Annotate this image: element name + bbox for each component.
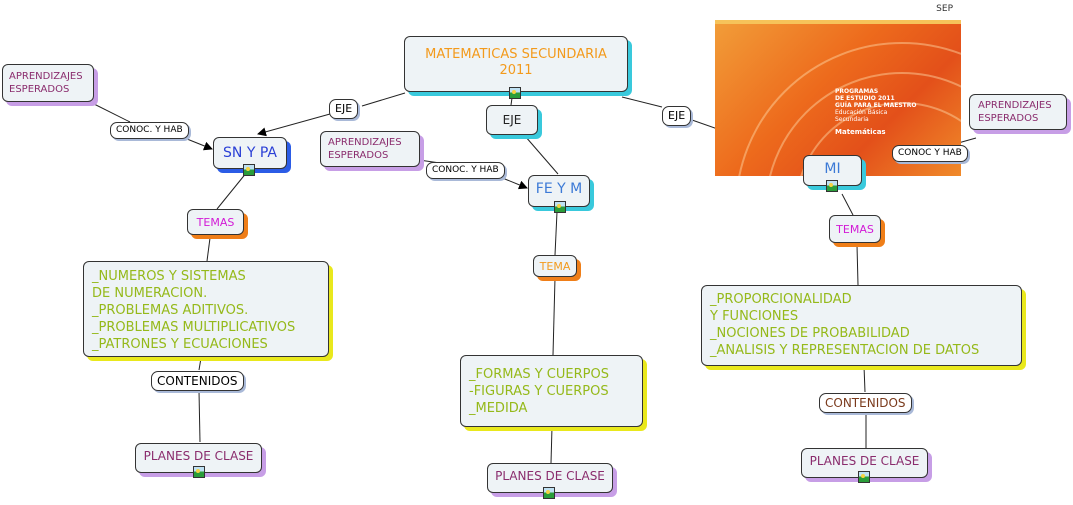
cover-text: PROGRAMAS DE ESTUDIO 2011 GUÍA PARA EL M… [835, 88, 917, 123]
left-contenidos-label[interactable]: CONTENIDOS [151, 371, 244, 391]
link-mi-temas [841, 193, 854, 216]
link-snypa-temas [216, 171, 248, 210]
right-contenidos-label[interactable]: CONTENIDOS [819, 393, 912, 413]
image-icon[interactable] [554, 201, 566, 213]
link-tema-list-center [552, 277, 556, 356]
center-aprendizajes-node[interactable]: APRENDIZAJES ESPERADOS [320, 131, 420, 167]
image-icon[interactable] [193, 466, 205, 478]
feym-node[interactable]: FE Y M [528, 175, 590, 207]
list-item: -FIGURAS Y CUERPOS [469, 384, 609, 399]
center-conoc-label[interactable]: CONOC. Y HAB [426, 162, 505, 179]
list-item: _NOCIONES DE PROBABILIDAD [710, 326, 910, 341]
link-temas-list-right [856, 244, 859, 286]
cover-brand: Matemáticas [835, 128, 886, 136]
center-content-list[interactable]: _FORMAS Y CUERPOS -FIGURAS Y CUERPOS _ME… [460, 355, 643, 427]
list-item: _ANALISIS Y REPRESENTACION DE DATOS [710, 343, 980, 358]
link-list-planes-center [550, 426, 553, 464]
image-icon[interactable] [826, 180, 838, 192]
link-eje-snypa [257, 113, 331, 137]
program-cover-image: SEP PROGRAMAS DE ESTUDIO 2011 GUÍA PARA … [715, 2, 961, 176]
right-content-list[interactable]: _PROPORCIONALIDAD Y FUNCIONES _NOCIONES … [701, 285, 1022, 366]
list-item: _PROPORCIONALIDAD [710, 292, 852, 307]
list-item: _FORMAS Y CUERPOS [469, 367, 609, 382]
main-concept-node[interactable]: MATEMATICAS SECUNDARIA 2011 [404, 36, 628, 92]
list-item: _MEDIDA [469, 401, 528, 416]
snypa-node[interactable]: SN Y PA [213, 137, 287, 169]
link-list-contenidos-left [198, 357, 202, 371]
link-eje-feym [524, 135, 559, 175]
image-icon[interactable] [243, 164, 255, 176]
link-conoc-feym [499, 176, 528, 190]
image-icon[interactable] [543, 487, 555, 499]
cover-header: SEP [936, 4, 953, 14]
link-main-eje-right [621, 96, 663, 108]
right-temas-node[interactable]: TEMAS [829, 215, 881, 243]
list-item: _NUMEROS Y SISTEMAS [92, 269, 246, 284]
link-aprend-left [91, 102, 131, 123]
link-conoc-snypa [181, 136, 213, 151]
list-item: DE NUMERACION. [92, 286, 208, 301]
left-eje-label[interactable]: EJE [329, 99, 359, 119]
link-main-eje-left [361, 92, 406, 107]
right-conoc-label[interactable]: CONOC Y HAB [892, 145, 968, 162]
main-title-line1: MATEMATICAS SECUNDARIA [425, 47, 607, 62]
left-temas-node[interactable]: TEMAS [187, 209, 244, 235]
main-title-line2: 2011 [499, 63, 533, 78]
center-eje-node[interactable]: EJE [486, 105, 538, 135]
list-item: _PROBLEMAS ADITIVOS. [92, 303, 249, 318]
left-conoc-label[interactable]: CONOC. Y HAB [110, 122, 189, 139]
right-aprendizajes-node[interactable]: APRENDIZAJES ESPERADOS [969, 94, 1067, 130]
link-contenidos-planes-left [198, 390, 201, 443]
link-list-contenidos-right [863, 365, 866, 393]
image-icon[interactable] [858, 471, 870, 483]
list-item: _PATRONES Y ECUACIONES [92, 337, 268, 352]
left-content-list[interactable]: _NUMEROS Y SISTEMAS DE NUMERACION. _PROB… [83, 261, 329, 357]
left-aprendizajes-node[interactable]: APRENDIZAJES ESPERADOS [2, 64, 94, 102]
center-tema-node[interactable]: TEMA [533, 255, 577, 277]
link-feym-tema [554, 211, 558, 256]
image-icon[interactable] [509, 87, 521, 99]
link-main-eje-center [510, 97, 513, 106]
right-eje-label[interactable]: EJE [662, 106, 692, 126]
list-item: _PROBLEMAS MULTIPLICATIVOS [92, 320, 296, 335]
list-item: Y FUNCIONES [710, 309, 799, 324]
link-temas-list-left [206, 237, 211, 262]
